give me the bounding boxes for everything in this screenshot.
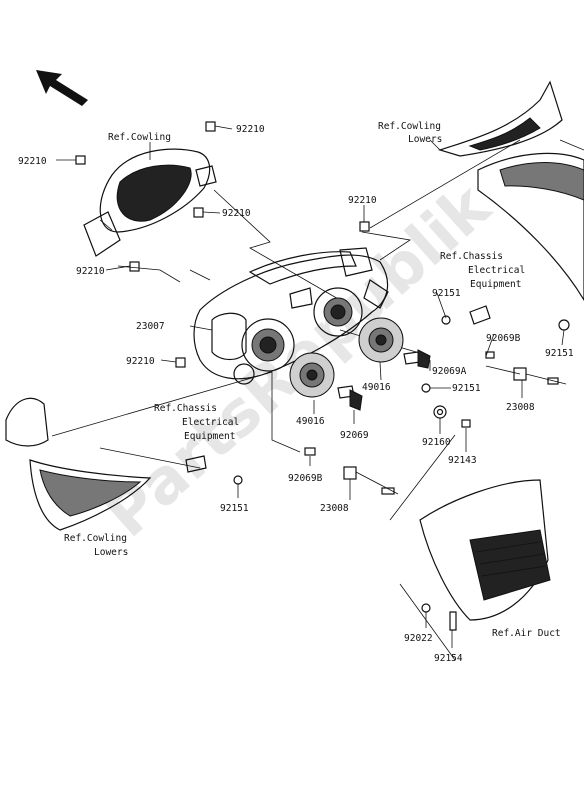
- label-23007: 23007: [136, 321, 165, 332]
- label-49016-b: 49016: [296, 416, 325, 427]
- label-ref-cowling-lowers-top-1: Ref.Cowling: [378, 121, 441, 132]
- leader-lines: [56, 125, 565, 648]
- label-ref-cowling-lowers-bottom-2: Lowers: [94, 547, 128, 558]
- upper-cowling-ref: [83, 148, 217, 257]
- label-92069b-a: 92069B: [486, 333, 521, 344]
- reference-lines: [51, 139, 521, 661]
- socket-23008-bottom: [343, 466, 399, 495]
- label-92210-a: 92210: [236, 124, 265, 135]
- bulb-49016-right: [358, 317, 404, 363]
- label-ref-chassis-left-1: Ref.Chassis: [154, 403, 217, 414]
- label-ref-chassis-left-2: Electrical: [182, 417, 239, 428]
- label-ref-chassis-left-3: Equipment: [184, 431, 235, 442]
- label-92210-d: 92210: [76, 266, 105, 277]
- label-23008-a: 23008: [506, 402, 535, 413]
- label-92210-e: 92210: [348, 195, 377, 206]
- label-92151-a: 92151: [432, 288, 461, 299]
- label-49016-a: 49016: [362, 382, 391, 393]
- front-direction-arrow-icon: [36, 70, 88, 106]
- bulb-92069: [337, 385, 363, 411]
- label-ref-cowling-top: Ref.Cowling: [108, 132, 171, 143]
- label-ref-air-duct: Ref.Air Duct: [492, 628, 561, 639]
- label-92151-b: 92151: [545, 348, 574, 359]
- label-ref-cowling-lowers-top-2: Lowers: [408, 134, 442, 145]
- label-92069b-b: 92069B: [288, 473, 323, 484]
- label-ref-chassis-right-2: Electrical: [468, 265, 525, 276]
- air-duct-ref: [419, 479, 551, 621]
- label-92210-c: 92210: [222, 208, 251, 219]
- headlight-assembly-23007: [193, 247, 389, 385]
- label-ref-chassis-right-1: Ref.Chassis: [440, 251, 503, 262]
- cowling-lowers-top-ref: [438, 80, 584, 302]
- label-ref-cowling-lowers-bottom-1: Ref.Cowling: [64, 533, 127, 544]
- label-92151-c: 92151: [452, 383, 481, 394]
- label-92210-b: 92210: [18, 156, 47, 167]
- label-ref-chassis-right-3: Equipment: [470, 279, 521, 290]
- part-labels: 92210 Ref.Cowling 92210 92210 92210 9221…: [18, 121, 574, 664]
- label-92210-f: 92210: [126, 356, 155, 367]
- cowling-lowers-bottom-ref: [5, 397, 152, 531]
- bulb-49016-left: [289, 352, 335, 398]
- label-92143: 92143: [448, 455, 477, 466]
- label-92022: 92022: [404, 633, 433, 644]
- label-23008-b: 23008: [320, 503, 349, 514]
- label-92069a: 92069A: [432, 366, 467, 377]
- label-92154: 92154: [434, 653, 463, 664]
- bulb-92069a: [403, 349, 431, 369]
- label-92151-d: 92151: [220, 503, 249, 514]
- socket-23008-right: [513, 367, 567, 385]
- label-92160: 92160: [422, 437, 451, 448]
- label-92069: 92069: [340, 430, 369, 441]
